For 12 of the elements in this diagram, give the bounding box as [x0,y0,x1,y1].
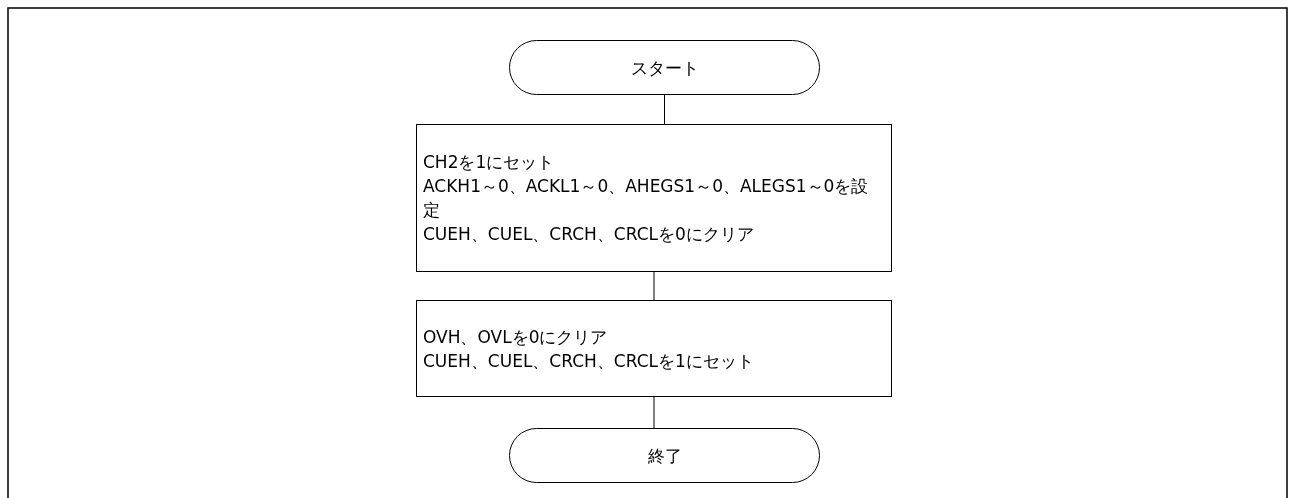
process-box [416,124,892,272]
step-text: ACKH1～0、ACKL1～0、AHEGS1～0、ALEGS1～0を設定 [423,175,870,222]
step-text: CUEH、CUEL、CRCH、CRCLを0にクリア [423,223,755,246]
step-text: OVH、OVLを0にクリア [423,325,609,349]
step-text: CH2を1にセット [423,151,556,174]
terminator-label: スタート [630,56,699,80]
terminator-label: 終了 [647,444,682,468]
connector-line [653,396,655,429]
connector-line [664,94,665,125]
step-text: CUEH、CUEL、CRCH、CRCLを1にセット [423,349,755,373]
process-box [416,300,892,397]
connector-line [653,271,655,301]
